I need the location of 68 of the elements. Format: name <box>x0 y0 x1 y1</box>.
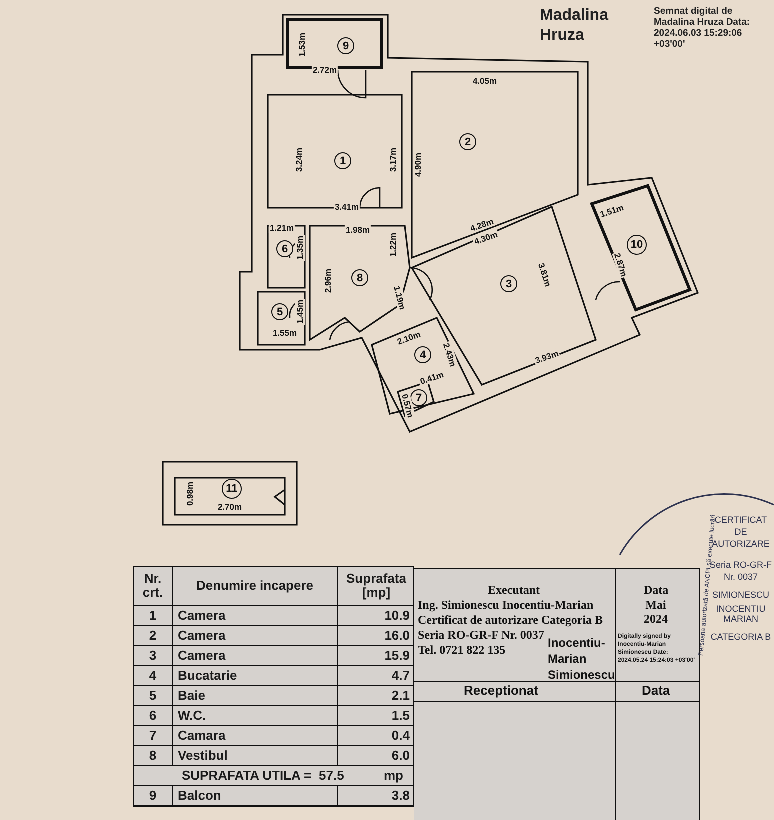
dimension-label: 2.72m <box>312 65 338 75</box>
table-cell: 2 <box>134 626 173 646</box>
dimension-label: 1.22m <box>388 232 398 258</box>
room-number: 10 <box>627 235 647 255</box>
total-unit: mp <box>384 768 404 783</box>
dimension-label: 2.96m <box>323 268 333 294</box>
table-cell: Camera <box>173 606 338 626</box>
stamp-text: SIMIONESCU <box>711 590 770 600</box>
table-cell: Vestibul <box>173 746 338 766</box>
digital-signature-note: Semnat digital de Madalina Hruza Data: 2024.06.03 15:29:06 +03'00' <box>654 6 752 50</box>
dimension-label: 1.21m <box>268 223 296 233</box>
executant-name: Ing. Simionescu Inocentiu-Marian <box>418 598 594 612</box>
total-label: SUPRAFATA UTILA = <box>182 768 312 783</box>
table-heading: Data <box>644 583 669 597</box>
certificate-series: Seria RO-GR-F Nr. 0037 <box>418 628 544 642</box>
room-number: 1 <box>334 152 352 170</box>
date-value: Mai 2024 <box>643 598 669 626</box>
stamp-text: Nr. 0037 <box>722 572 760 582</box>
table-cell: Baie <box>173 686 338 706</box>
room-number: 9 <box>338 38 354 54</box>
table-cell: 8 <box>134 746 173 766</box>
room-number: 7 <box>410 390 428 406</box>
table-cell: Camera <box>173 646 338 666</box>
stamp-text: CATEGORIA B <box>710 632 772 642</box>
table-cell: 4 <box>134 666 173 686</box>
room-number: 5 <box>272 304 288 320</box>
room-number: 8 <box>352 270 368 286</box>
dimension-label: 1.98m <box>344 225 372 235</box>
dimension-label: 2.43m <box>441 341 459 369</box>
room-number: 3 <box>500 276 518 292</box>
stamp-text: INOCENTIU MARIAN <box>715 604 767 624</box>
signer-name: Inocentiu-Marian Simionescu <box>548 635 614 683</box>
table-cell: W.C. <box>173 706 338 726</box>
dimension-label: 0.98m <box>185 480 195 508</box>
room-number: 11 <box>222 479 242 499</box>
table-cell: 9 <box>134 786 173 806</box>
table-heading: Executant <box>488 583 540 597</box>
dimension-label: 3.24m <box>294 146 304 174</box>
certificate-text: Certificat de autorizare Categoria B <box>418 613 604 627</box>
signature-name: Madalina Hruza <box>540 6 610 46</box>
stamp-text: Seria RO-GR-F <box>710 560 772 570</box>
phone-number: Tel. 0721 822 135 <box>418 643 506 657</box>
table-header: Nr. crt. <box>134 567 173 606</box>
table-cell: 7 <box>134 726 173 746</box>
dimension-label: 3.41m <box>334 202 360 212</box>
table-cell: Bucatarie <box>173 666 338 686</box>
dimension-label: 1.55m <box>272 328 298 338</box>
dimension-label: 4.05m <box>472 76 498 86</box>
table-heading: Receptionat <box>464 683 538 699</box>
dimension-label: 1.53m <box>297 32 307 58</box>
table-cell: 5 <box>134 686 173 706</box>
table-cell: Balcon <box>173 786 338 806</box>
table-cell: Camara <box>173 726 338 746</box>
table-cell: 3 <box>134 646 173 666</box>
room-number: 6 <box>276 240 294 258</box>
table-heading: Data <box>642 683 670 699</box>
dimension-label: 1.45m <box>295 298 305 326</box>
table-cell: Camera <box>173 626 338 646</box>
table-header: Denumire incapere <box>173 567 338 606</box>
dimension-label: 2.70m <box>216 502 244 512</box>
dimension-label: 3.17m <box>388 146 398 174</box>
room-number: 2 <box>460 134 476 150</box>
room-number: 4 <box>414 346 432 364</box>
total-value: 57.5 <box>319 768 344 783</box>
table-cell: 1 <box>134 606 173 626</box>
table-cell: 6 <box>134 706 173 726</box>
dimension-label: 4.90m <box>413 152 423 178</box>
dimension-label: 1.35m <box>295 234 305 262</box>
